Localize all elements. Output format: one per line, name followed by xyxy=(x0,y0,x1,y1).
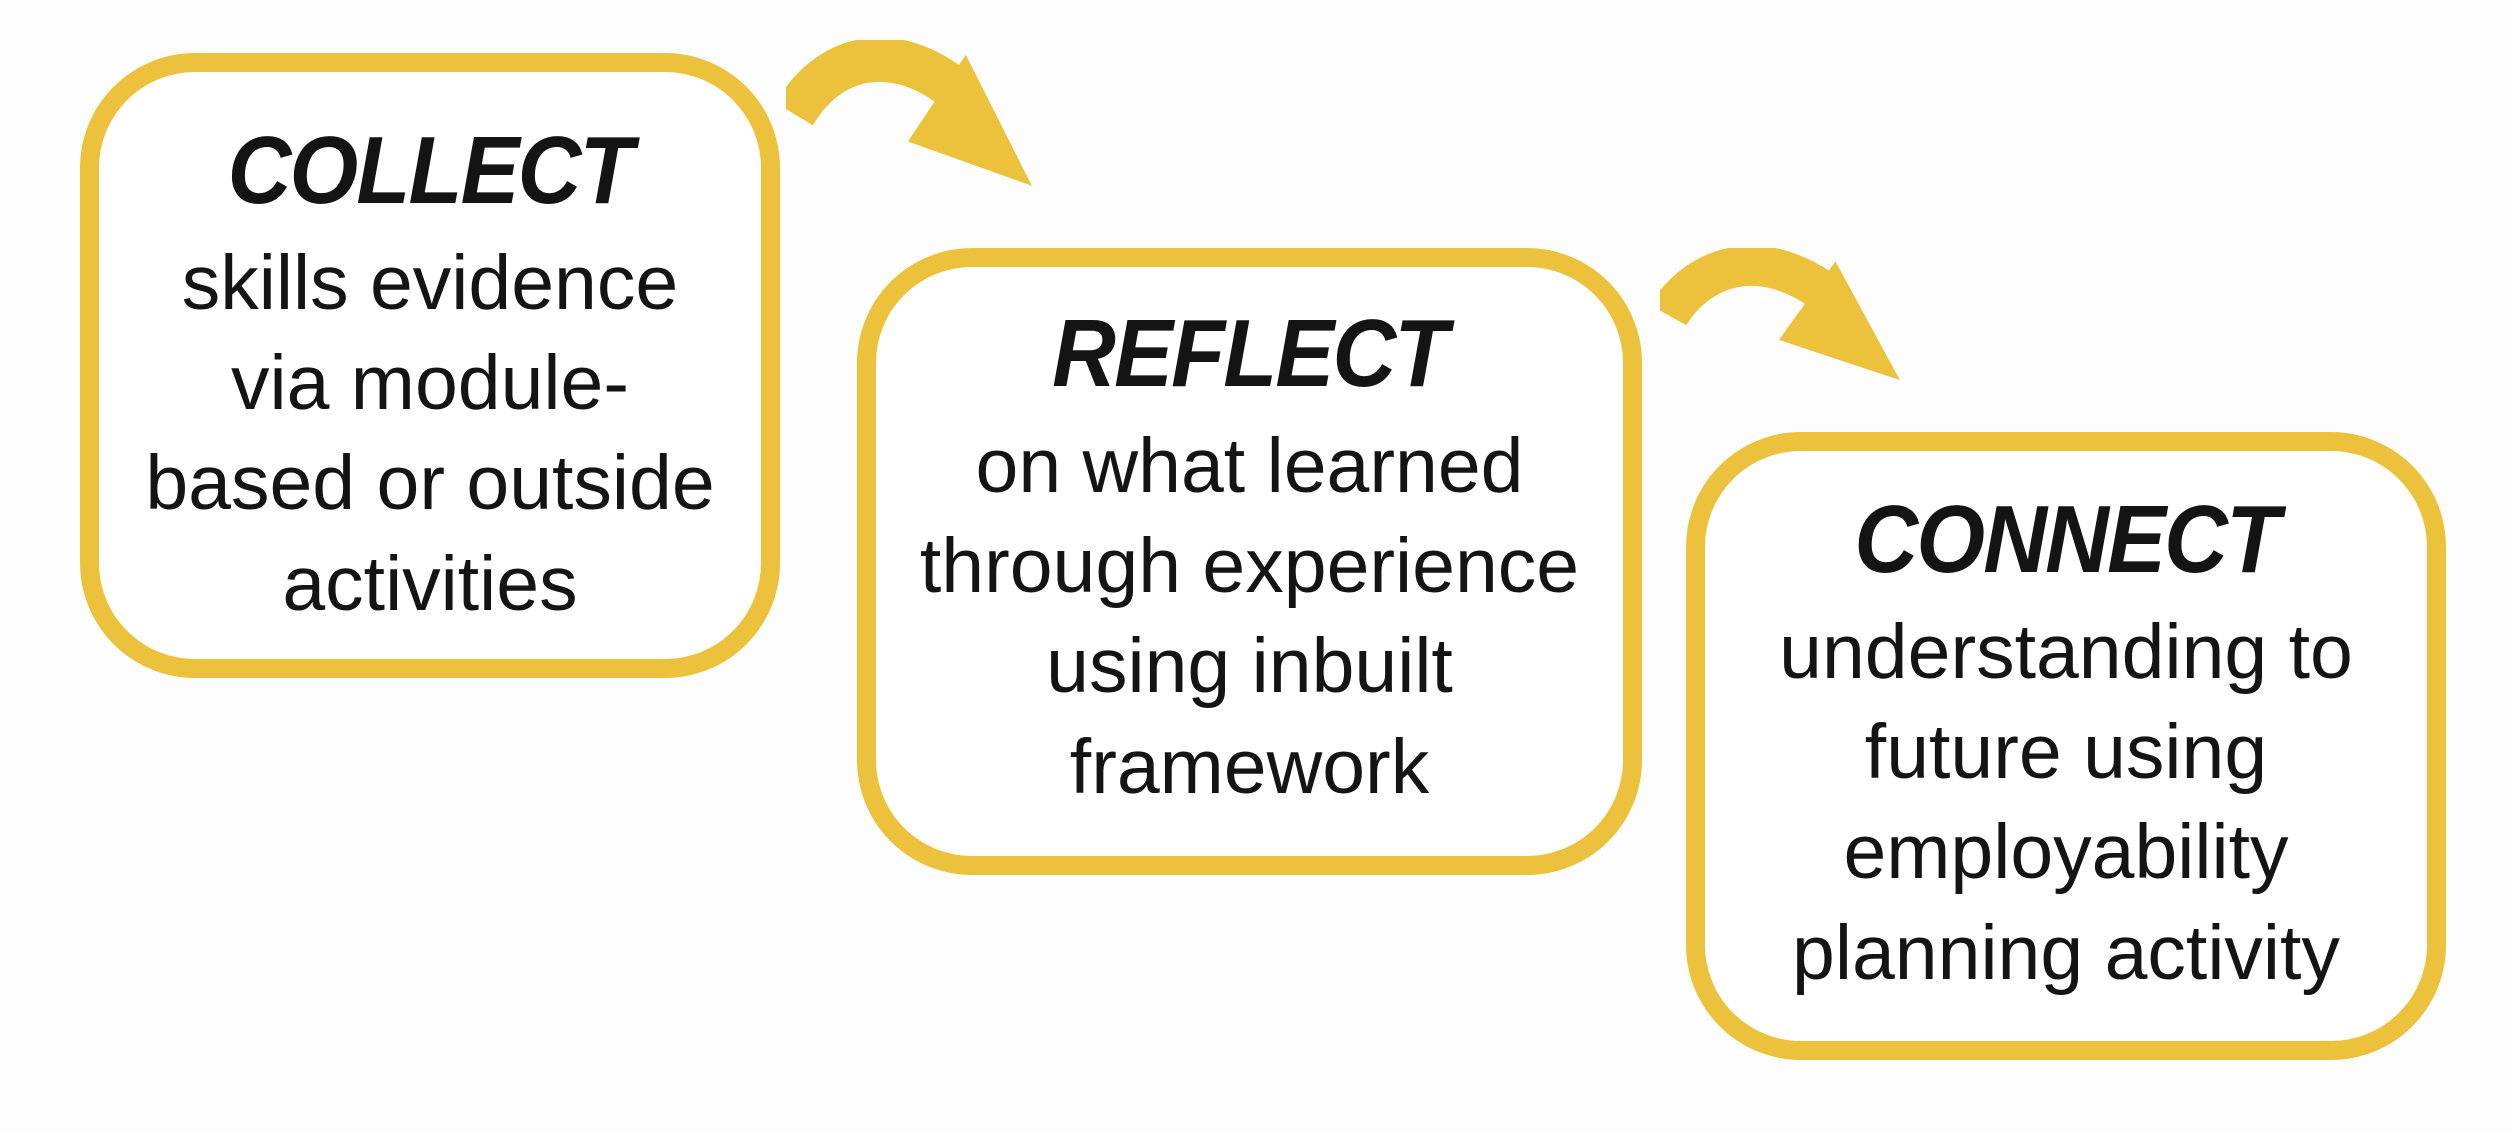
step-body-line: activities xyxy=(282,540,578,627)
step-body-line: planning activity xyxy=(1792,909,2340,996)
step-body-line: future using xyxy=(1864,709,2268,796)
step-box-collect: COLLECT skills evidence via module- base… xyxy=(80,53,780,678)
curved-arrow-icon xyxy=(786,40,1032,186)
step-box-reflect: REFLECT on what learned through experien… xyxy=(857,248,1642,875)
step-body-line: through experience xyxy=(919,523,1580,610)
step-body-line: using inbuilt xyxy=(1046,623,1453,710)
step-body-line: via module- xyxy=(230,340,629,427)
step-body-line: employability xyxy=(1843,809,2289,896)
step-body-line: skills evidence xyxy=(181,240,679,327)
step-title-reflect: REFLECT xyxy=(1052,300,1448,407)
step-title-collect: COLLECT xyxy=(227,117,634,224)
step-box-connect: CONNECT understanding to future using em… xyxy=(1686,432,2446,1060)
step-body-line: understanding to xyxy=(1779,609,2353,696)
curved-arrow-icon xyxy=(1660,248,1900,381)
step-body-line: based or outside xyxy=(145,440,715,527)
step-body-line: on what learned xyxy=(975,423,1524,510)
step-body-reflect: on what learned through experience using… xyxy=(920,416,1579,816)
step-title-connect: CONNECT xyxy=(1854,486,2280,593)
step-body-connect: understanding to future using employabil… xyxy=(1779,602,2353,1002)
step-body-collect: skills evidence via module- based or out… xyxy=(145,233,714,633)
step-body-line: framework xyxy=(1069,723,1430,810)
